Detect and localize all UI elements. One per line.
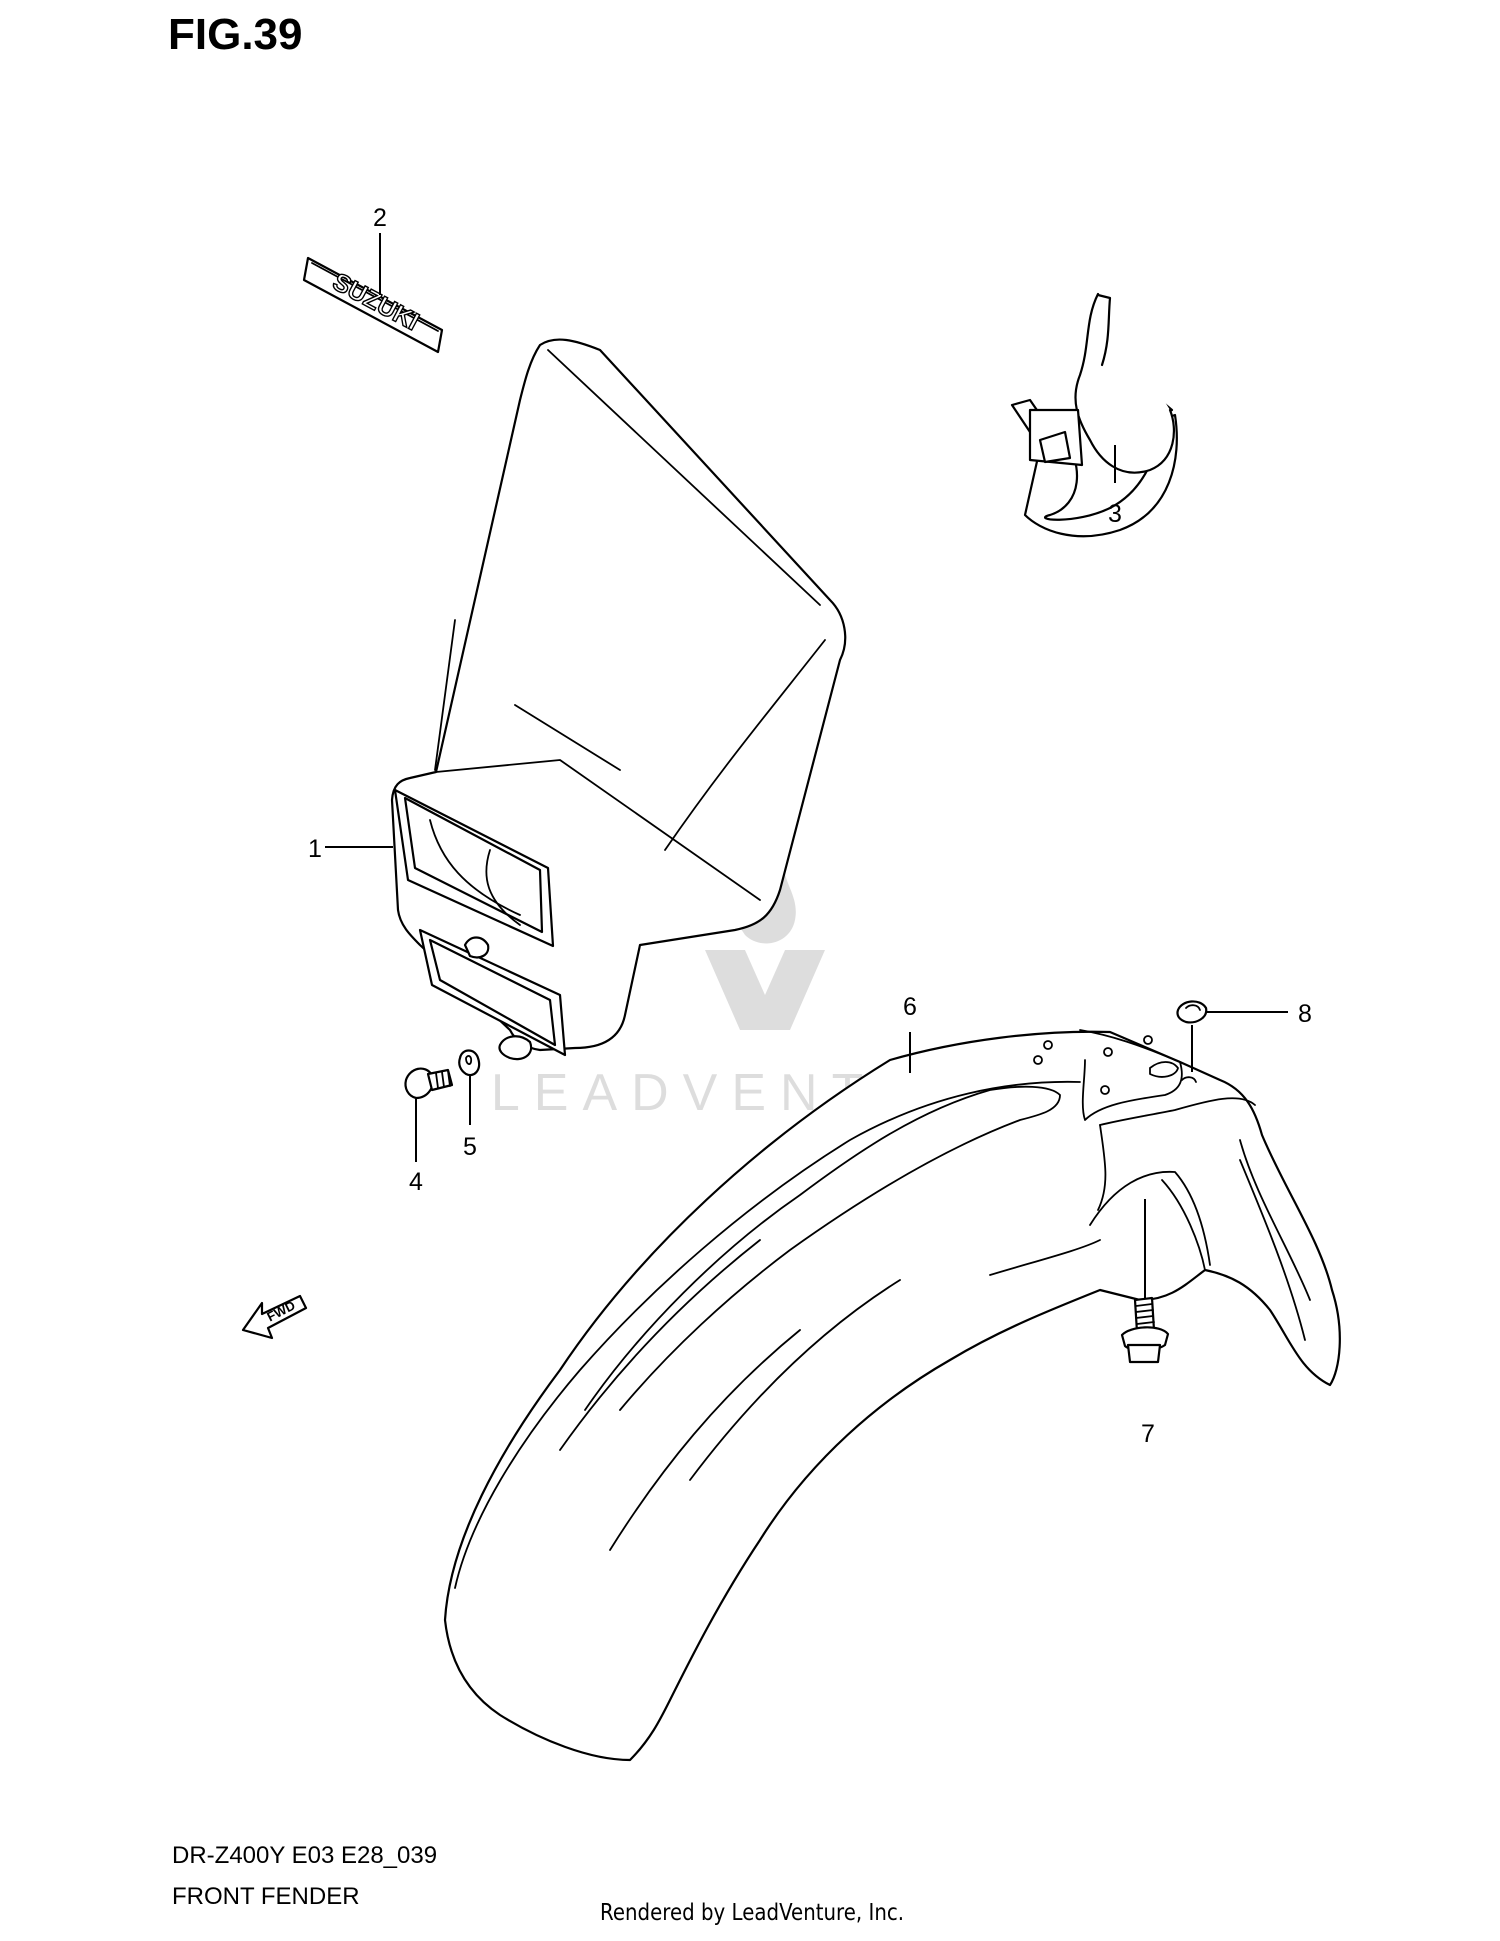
clamp-bracket[interactable] — [1010, 292, 1178, 538]
callout-2[interactable]: 2 — [373, 204, 387, 232]
callout-8[interactable]: 8 — [1298, 1000, 1312, 1028]
section-name: FRONT FENDER — [172, 1883, 360, 1910]
callout-5[interactable]: 5 — [463, 1133, 477, 1161]
screw[interactable] — [404, 1067, 454, 1100]
callout-7[interactable]: 7 — [1141, 1420, 1155, 1448]
flange-bolt[interactable] — [1120, 1296, 1170, 1364]
callout-labels: 1 2 3 4 5 6 7 8 — [308, 204, 1312, 1448]
callout-1[interactable]: 1 — [308, 835, 322, 863]
callout-3[interactable]: 3 — [1108, 500, 1122, 528]
forward-direction-arrow-icon: FWD — [241, 1294, 308, 1340]
headlight-number-plate[interactable] — [390, 338, 847, 1061]
model-code: DR-Z400Y E03 E28_039 — [172, 1842, 438, 1869]
figure-title: FIG.39 — [168, 10, 303, 59]
render-credit: Rendered by LeadVenture, Inc. — [600, 1900, 905, 1926]
suzuki-emblem[interactable]: SUZUKI — [302, 256, 444, 354]
nut[interactable] — [1176, 1000, 1208, 1024]
callout-4[interactable]: 4 — [409, 1168, 423, 1196]
emblem-text: SUZUKI — [328, 268, 423, 336]
watermark-v-icon — [705, 950, 825, 1030]
callout-6[interactable]: 6 — [903, 993, 917, 1021]
leader-lines — [325, 233, 1288, 1298]
washer[interactable] — [458, 1049, 481, 1077]
front-fender[interactable] — [443, 1029, 1341, 1762]
